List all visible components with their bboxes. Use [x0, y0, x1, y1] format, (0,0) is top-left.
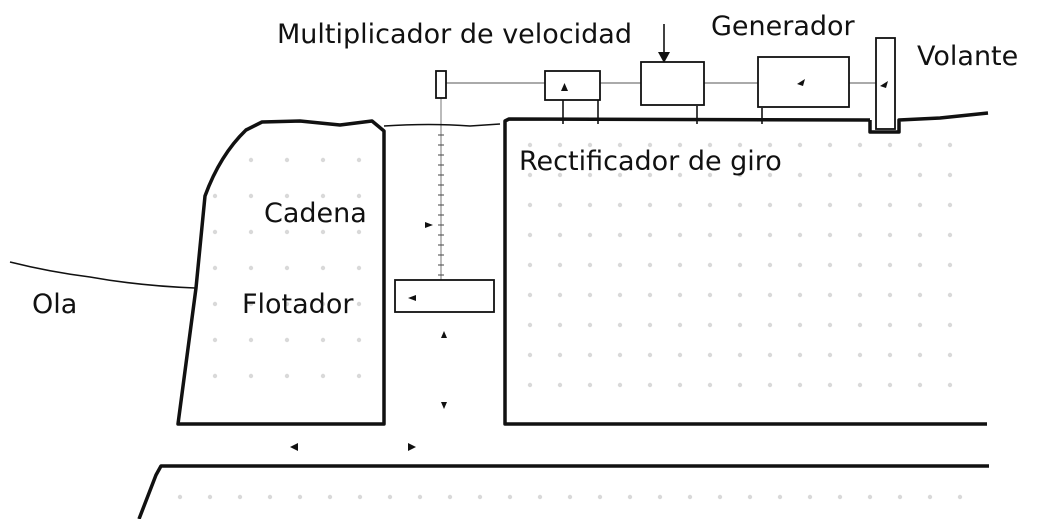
callout-arrow-head	[658, 52, 670, 63]
label-ola: Ola	[32, 289, 77, 320]
rectifier-arrow-icon	[561, 83, 568, 91]
callout-box	[640, 61, 705, 106]
generator-arrow-icon	[797, 79, 805, 86]
seabed-outline	[137, 464, 989, 519]
ground-surface-left	[383, 123, 501, 127]
up-arrow-icon	[441, 331, 447, 338]
wave-line	[9, 261, 196, 289]
chain-ticks	[438, 134, 444, 276]
label-flotador: Flotador	[242, 289, 354, 320]
label-cadena: Cadena	[264, 198, 367, 229]
right-rock-pattern	[527, 142, 953, 388]
flywheel-pit	[868, 111, 989, 134]
right-rock-outline	[503, 117, 987, 426]
seabed-pattern	[177, 494, 963, 500]
speed-multiplier-box	[435, 70, 447, 99]
left-arrow-icon	[290, 443, 298, 451]
left-rock-outline	[176, 119, 386, 426]
down-arrow-icon	[441, 402, 447, 409]
right-arrow-icon	[408, 443, 416, 451]
label-volante: Volante	[917, 41, 1018, 72]
rectifier-box	[544, 70, 601, 101]
flywheel-arrow-icon	[880, 81, 888, 88]
label-rectificador: Rectificador de giro	[519, 146, 782, 177]
float-box	[394, 279, 495, 313]
label-multiplicador: Multiplicador de velocidad	[277, 19, 632, 50]
float-arrow-icon	[408, 295, 416, 301]
label-generador: Generador	[711, 11, 856, 42]
chain-arrow-icon	[425, 222, 433, 228]
left-rock-pattern	[212, 157, 362, 379]
